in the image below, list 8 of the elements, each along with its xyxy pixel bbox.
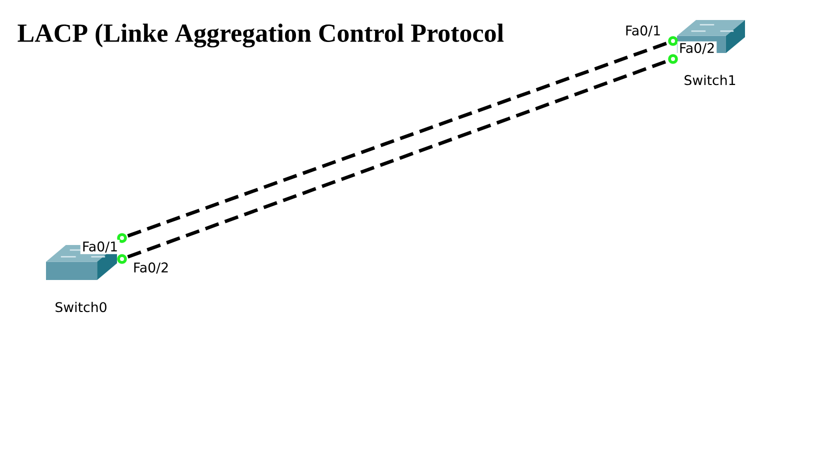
device-label: Switch1 — [684, 74, 736, 86]
port-label: Fa0/1 — [623, 24, 663, 38]
title: LACP (Linke Aggregation Control Protocol — [18, 24, 504, 48]
connection-line — [127, 59, 668, 259]
port-label: Fa0/2 — [677, 41, 717, 56]
connection-line — [127, 41, 668, 238]
port-label: Fa0/2 — [131, 260, 171, 276]
device-label: Switch0 — [56, 302, 106, 312]
